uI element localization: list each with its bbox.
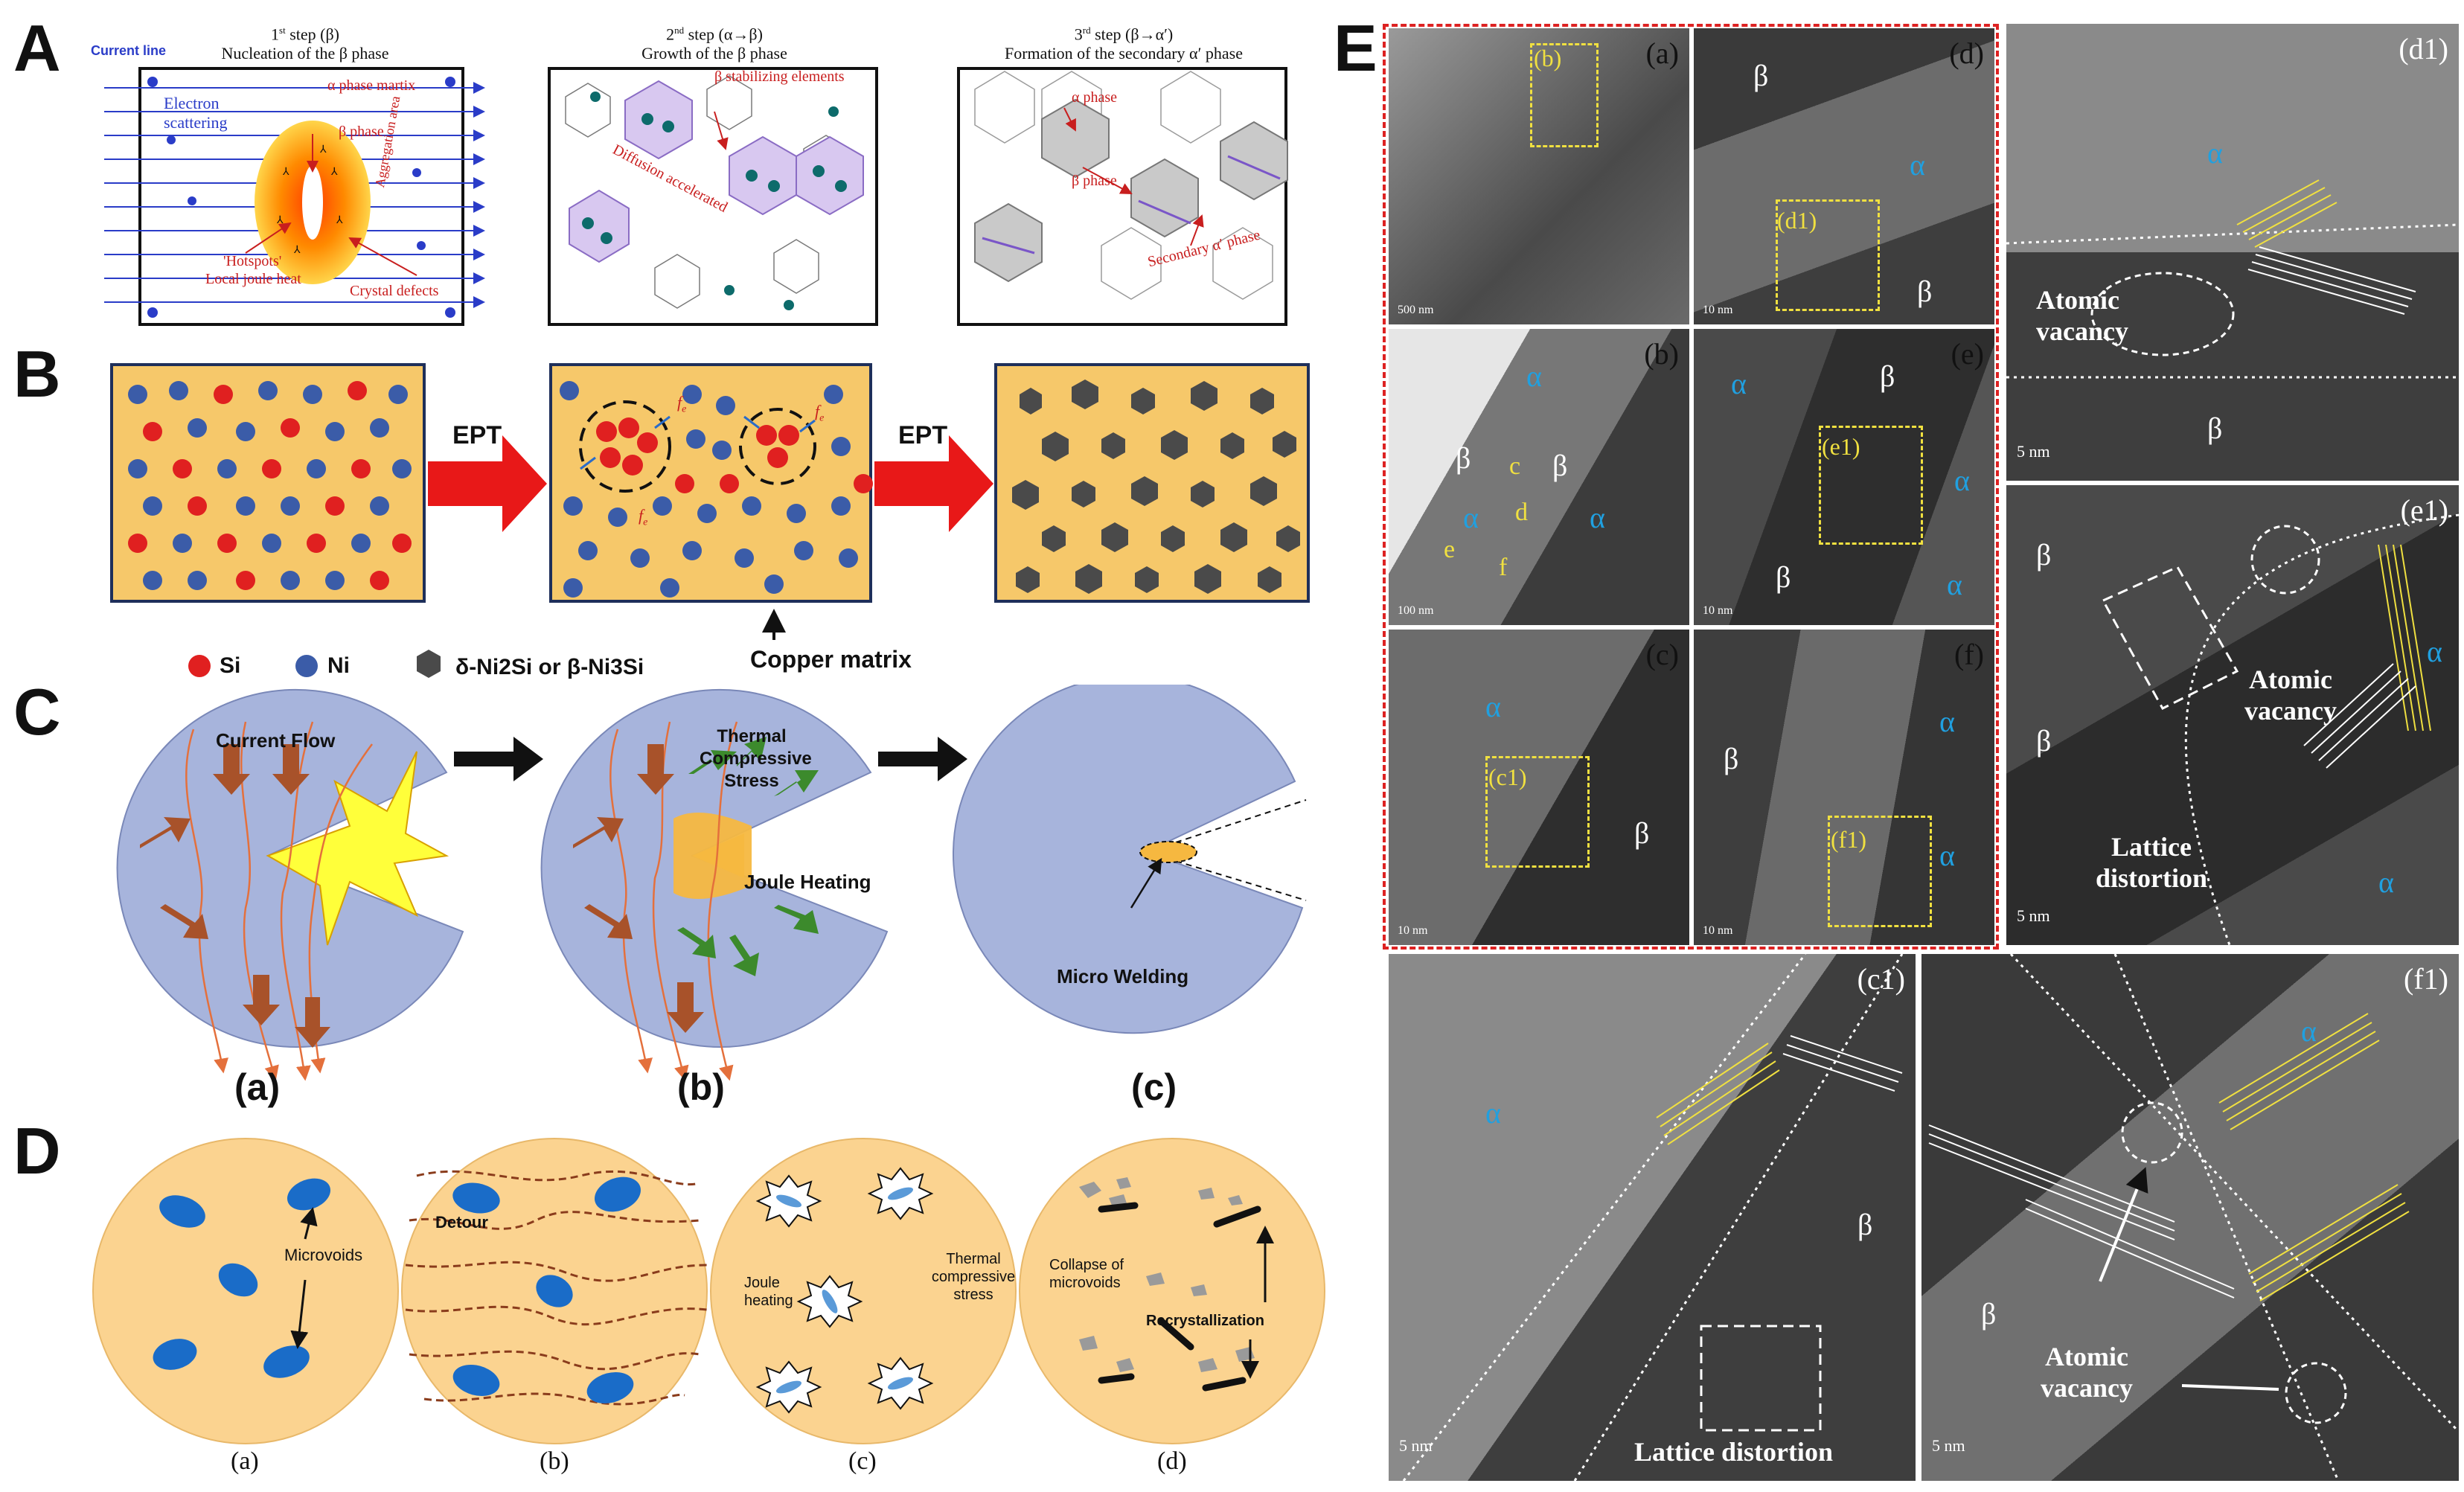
panel-c-diagram (116, 685, 1307, 1081)
tile-e1-label: (e1) (2400, 493, 2448, 527)
tile-d-label: (d) (1949, 36, 1984, 70)
svg-text:⅄: ⅄ (330, 167, 338, 178)
tem-tile-a: (b) (a) 500 nm (1389, 28, 1689, 324)
d-label-d: (d) (1157, 1447, 1187, 1475)
svg-text:⅄: ⅄ (282, 167, 289, 178)
micro-welding-label: Micro Welding (1057, 965, 1189, 987)
panel-letter-d: D (13, 1114, 61, 1188)
crystal-defects-label: Crystal defects (350, 283, 439, 299)
ept-label-1: EPT (452, 421, 502, 449)
beta-stabilizing-label: β stabilizing elements (714, 68, 845, 85)
fe-label-3: fe (639, 506, 648, 528)
panel-d-diagram (92, 1138, 1325, 1444)
tem-zoom-c1: (c1) α β Lattice distortion 5 nm (1389, 954, 1916, 1481)
legend-hex (417, 650, 441, 678)
legend-si-label: Si (220, 653, 241, 678)
svg-text:⅄: ⅄ (293, 245, 301, 256)
svg-text:⅄: ⅄ (319, 144, 327, 156)
tem-tile-f: (f1) (f) β α α 10 nm (1694, 630, 1994, 945)
tile-e-label: (e) (1951, 337, 1984, 371)
tile-a-label: (a) (1645, 36, 1679, 70)
tile-f-label: (f) (1954, 638, 1984, 671)
ept-label-2: EPT (898, 421, 948, 449)
tem-tile-c: (c1) (c) α β 10 nm (1389, 630, 1689, 945)
panel-b-diagram (110, 363, 1310, 678)
step2-title: 2nd step (α→β)Growth of the β phase (641, 25, 787, 63)
alpha-phase-label-3: α phase (1072, 89, 1118, 106)
pacman-c (953, 685, 1304, 1034)
fe-label-1: fe (677, 393, 687, 415)
panel-letter-c: C (13, 675, 61, 749)
detour-label: Detour (435, 1213, 488, 1232)
legend-ni-dot (295, 655, 318, 677)
tile-c1-label: (c1) (1857, 962, 1905, 996)
ept-arrow-2 (874, 435, 993, 532)
copper-matrix-label: Copper matrix (750, 646, 912, 673)
d-label-c: (c) (848, 1447, 877, 1475)
svg-text:⅄: ⅄ (276, 215, 284, 226)
tile-f1-label: (f1) (2404, 962, 2448, 996)
c-label-a: (a) (234, 1066, 281, 1108)
fe-label-2: fe (815, 402, 825, 424)
step1-title: 1st step (β)Nucleation of the β phase (221, 25, 389, 63)
tem-tile-d: (d1) (d) β α β 10 nm (1694, 28, 1994, 324)
legend-si-dot (188, 655, 211, 677)
alpha-matrix-label: α phase martix (327, 77, 416, 94)
grid-frame (1383, 24, 1999, 950)
c-label-c: (c) (1131, 1066, 1177, 1108)
tile-b-label: (b) (1644, 337, 1679, 371)
step3-box (957, 67, 1287, 326)
hotspots-label: 'Hotspots' (223, 253, 282, 269)
legend-hex-label: δ-Ni2Si or β-Ni3Si (455, 655, 644, 679)
svg-text:⅄: ⅄ (336, 215, 343, 226)
beta-phase-label-1: β phase (339, 124, 384, 140)
legend-ni-label: Ni (327, 653, 350, 678)
panel-letter-a: A (13, 11, 61, 85)
beta-phase-label-3: β phase (1072, 173, 1117, 189)
joule-heating-label: Joule Heating (744, 871, 871, 893)
tile-c-label: (c) (1645, 638, 1679, 671)
tem-tile-e: (e1) (e) α β α β α 10 nm (1694, 329, 1994, 625)
microvoids-label: Microvoids (284, 1246, 363, 1264)
d-label-a: (a) (231, 1447, 259, 1475)
recrystallization-label: Recrystallization (1146, 1313, 1264, 1329)
c1-distortion-label: Lattice distortion (1634, 1437, 1833, 1467)
ept-arrow-1 (428, 435, 547, 532)
local-joule-label: Local joule heat (205, 271, 301, 287)
panel-letter-e: E (1334, 11, 1377, 85)
current-flow-label: Current Flow (216, 729, 336, 752)
step3-title: 3rd step (β→α′)Formation of the secondar… (1005, 25, 1243, 63)
current-line-label: Current line (91, 43, 167, 58)
panel-letter-b: B (13, 337, 61, 411)
tile-d1-label: (d1) (2399, 32, 2448, 65)
tem-tile-b: (b) α β β α α c d e f 100 nm (1389, 329, 1689, 625)
panel-a-diagram: ⅄⅄⅄⅄⅄⅄ (104, 67, 1288, 326)
c-label-b: (b) (677, 1066, 725, 1108)
d-label-b: (b) (540, 1447, 569, 1475)
